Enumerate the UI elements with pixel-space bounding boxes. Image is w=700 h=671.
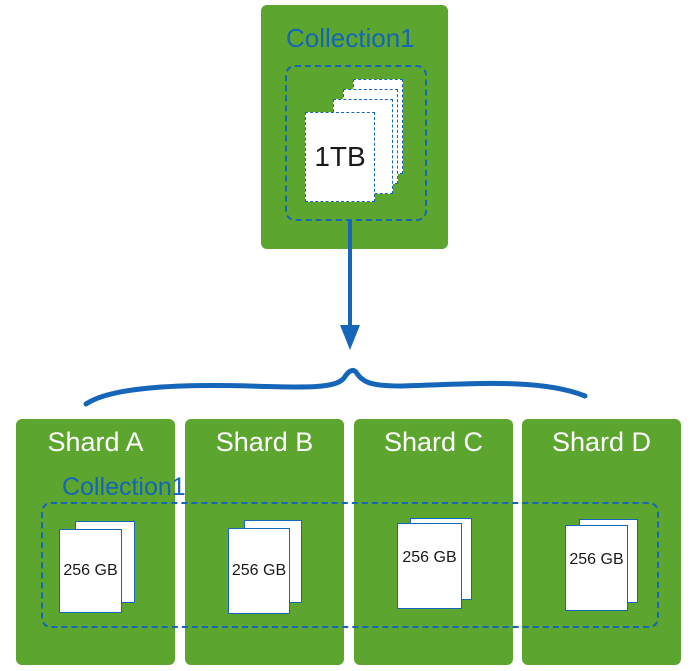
source-collection-box: Collection1 1TB xyxy=(261,5,448,249)
sharded-collection-label: Collection1 xyxy=(62,473,186,501)
shard-b-title: Shard B xyxy=(215,427,314,457)
shard-d-title: Shard D xyxy=(551,427,652,457)
source-collection-label: Collection1 xyxy=(286,23,415,53)
shard-a-title: Shard A xyxy=(47,427,144,457)
document-page-front: 1TB xyxy=(305,112,375,202)
shard-d-size-label: 256 GB xyxy=(569,550,624,568)
document-page-front: 256 GB xyxy=(59,529,122,613)
shard-d-box: Shard D 256 GB xyxy=(522,419,681,665)
source-size-label: 1TB xyxy=(314,141,366,172)
shard-c-box: Shard C 256 GB xyxy=(354,419,513,665)
shard-c-title: Shard C xyxy=(383,427,484,457)
document-page-front: 256 GB xyxy=(228,528,290,614)
shard-b-size-label: 256 GB xyxy=(231,562,287,579)
shard-b-box: Shard B 256 GB xyxy=(185,419,344,665)
sharded-collection-outline xyxy=(41,502,659,628)
document-page-front: 256 GB xyxy=(565,525,628,611)
arrow-head xyxy=(340,325,360,350)
shard-c-size-label: 256 GB xyxy=(402,548,457,566)
source-collection-outline: 1TB xyxy=(285,65,427,221)
document-page-front: 256 GB xyxy=(397,523,462,609)
shard-a-size-label: 256 GB xyxy=(63,562,118,579)
curly-brace xyxy=(83,367,588,407)
